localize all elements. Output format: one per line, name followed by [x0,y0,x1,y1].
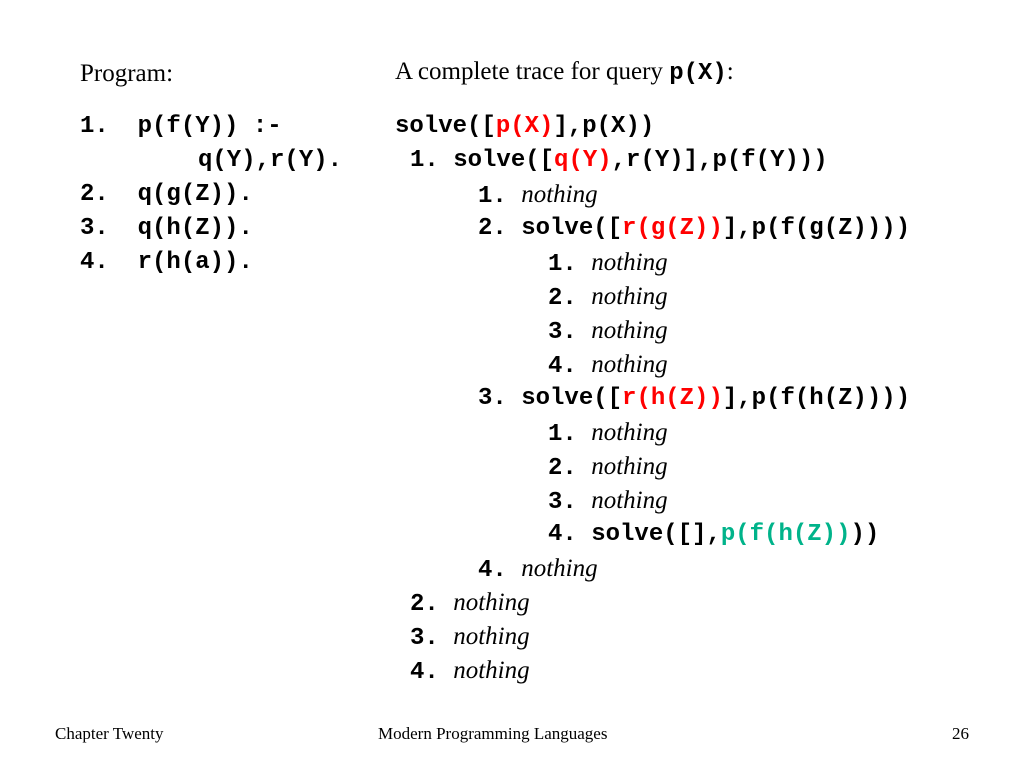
nothing-text: nothing [591,317,668,344]
nothing-text: nothing [591,283,668,310]
trace-node-1-2-4: 4. nothing [548,348,668,384]
trace-number: 3. [548,489,577,516]
trace-node-1-1: 1. nothing [478,178,598,214]
nothing-text: nothing [591,351,668,378]
trace-number: 1. [548,251,577,278]
trace-number: 1. [548,421,577,448]
program-line-4: 4. r(h(a)). [80,246,253,280]
nothing-text: nothing [453,623,530,650]
clause-text: q(h(Z)). [137,215,253,242]
trace-number: 4. [410,659,439,686]
trace-node-1-3-4: 4. solve([],p(f(h(Z)))) [548,521,880,548]
trace-node-1-3-3: 3. nothing [548,484,668,520]
trace-node-1-3-1: 1. nothing [548,416,668,452]
footer-title: Modern Programming Languages [378,724,608,743]
trace-number: 4. [478,557,507,584]
program-line-1: 1. p(f(Y)) :- [80,110,282,144]
trace-node-1-3: 3. solve([r(h(Z))],p(f(h(Z)))) [478,385,911,412]
trace-node-2: 2. nothing [410,586,530,622]
clause-text: q(Y),r(Y). [198,147,343,174]
trace-number: 4. [548,521,577,548]
clause-text: p(f(Y)) :- [137,113,282,140]
trace-heading-text: A complete trace for query [395,58,670,85]
selected-goal: r(h(Z)) [622,385,723,412]
clause-text: r(h(a)). [137,249,253,276]
selected-goal: r(g(Z)) [622,215,723,242]
trace-node-1-4: 4. nothing [478,552,598,588]
clause-text: q(g(Z)). [137,181,253,208]
program-heading: Program: [80,60,174,87]
trace-root: solve([p(X)],p(X)) [395,113,655,140]
trace-node-1-2: 2. solve([r(g(Z))],p(f(g(Z)))) [478,215,911,242]
program-line-2: 2. q(g(Z)). [80,178,253,212]
trace-number: 2. [410,591,439,618]
selected-goal: q(Y) [554,147,612,174]
trace-number: 1. [478,183,507,210]
trace-number: 2. [548,455,577,482]
trace-node-1: 1. solve([q(Y),r(Y)],p(f(Y))) [410,147,828,174]
nothing-text: nothing [591,487,668,514]
nothing-text: nothing [453,657,530,684]
trace-node-1-2-1: 1. nothing [548,246,668,282]
line-number: 2. [80,181,109,208]
program-line-3: 3. q(h(Z)). [80,212,253,246]
trace-number: 2. [548,285,577,312]
nothing-text: nothing [521,555,598,582]
footer-chapter: Chapter Twenty [55,724,164,743]
line-number: 4. [80,249,109,276]
trace-node-1-3-2: 2. nothing [548,450,668,486]
trace-number: 1. [410,147,439,174]
trace-number: 4. [548,353,577,380]
trace-node-1-2-2: 2. nothing [548,280,668,316]
program-line-1b: q(Y),r(Y). [198,144,342,178]
nothing-text: nothing [591,249,668,276]
solution-result: p(f(h(Z)) [720,521,851,548]
nothing-text: nothing [521,181,598,208]
trace-query: p(X) [669,60,727,87]
nothing-text: nothing [591,419,668,446]
trace-number: 3. [410,625,439,652]
trace-number: 2. [478,215,507,242]
trace-node-4: 4. nothing [410,654,530,690]
nothing-text: nothing [591,453,668,480]
trace-node-3: 3. nothing [410,620,530,656]
trace-heading: A complete trace for query p(X): [395,58,734,87]
trace-number: 3. [478,385,507,412]
line-number: 1. [80,113,109,140]
line-number: 3. [80,215,109,242]
nothing-text: nothing [453,589,530,616]
trace-number: 3. [548,319,577,346]
trace-node-1-2-3: 3. nothing [548,314,668,350]
trace-heading-suffix: : [726,58,734,85]
page-number: 26 [952,724,969,743]
selected-goal: p(X) [495,113,554,140]
